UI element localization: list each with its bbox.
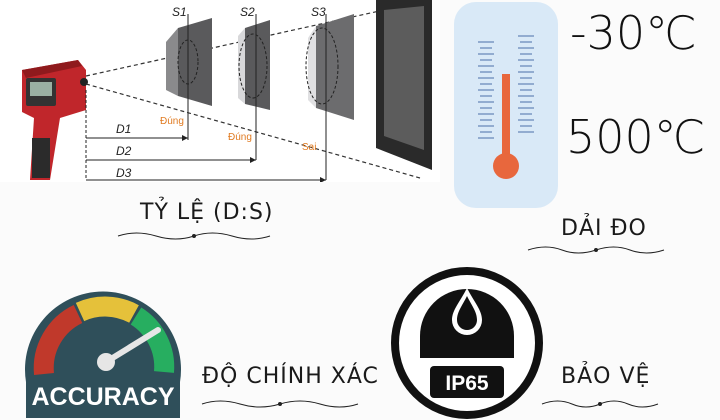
label-s2: S2 <box>240 5 255 19</box>
label-s1: S1 <box>172 5 187 19</box>
target-surface <box>376 0 432 170</box>
caption-protection: BẢO VỆ <box>561 364 651 389</box>
accuracy-badge-text: ACCURACY <box>31 383 174 411</box>
caption-ratio-underline <box>117 232 271 240</box>
label-d3: D3 <box>116 166 132 180</box>
label-d1: D1 <box>116 122 131 136</box>
range-low-value: -30℃ <box>570 6 697 60</box>
thermometer-icon <box>454 2 558 208</box>
caption-accuracy-underline <box>201 400 359 408</box>
spot-s2 <box>238 20 270 110</box>
caption-protection-underline <box>541 400 659 408</box>
ip-badge-text: IP65 <box>445 372 489 395</box>
ds-ratio-diagram: S1 S2 S3 Đúng Đúng Sai D1 D2 D3 <box>0 0 440 182</box>
label-s3: S3 <box>311 5 326 19</box>
caption-accuracy: ĐỘ CHÍNH XÁC <box>202 364 379 389</box>
ip65-badge-icon: IP65 <box>391 267 543 419</box>
ir-thermometer-gun-icon <box>22 60 88 180</box>
caption-range: DẢI ĐO <box>561 216 647 241</box>
accuracy-gauge-icon: ACCURACY <box>24 291 182 418</box>
status-s3: Sai <box>302 142 316 153</box>
caption-range-underline <box>527 246 665 254</box>
status-s2: Đúng <box>228 132 252 143</box>
range-high-value: 500℃ <box>566 110 706 164</box>
status-s1: Đúng <box>160 116 184 127</box>
caption-ratio: TỶ LỆ (D:S) <box>140 200 274 225</box>
label-d2: D2 <box>116 144 132 158</box>
